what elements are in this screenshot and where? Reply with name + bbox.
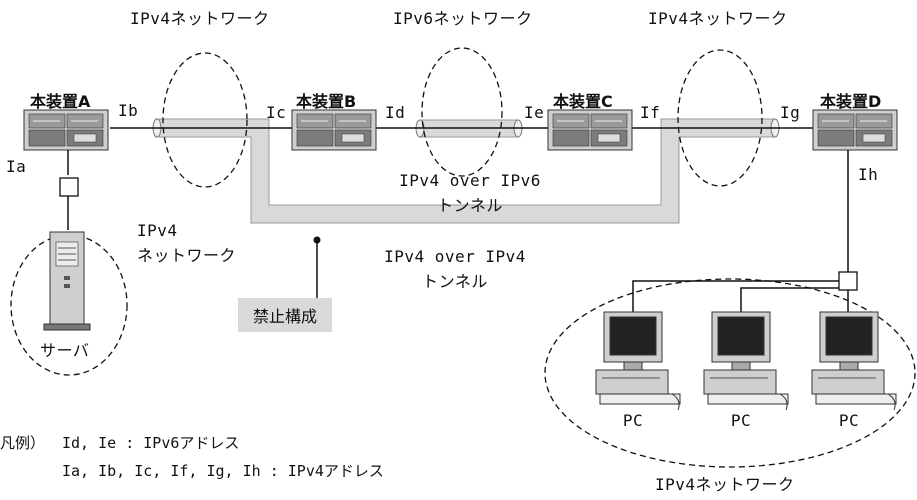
server-label: サーバ	[40, 341, 90, 360]
ipv4-network-right-cloud	[677, 49, 763, 187]
interface-ib: Ib	[118, 101, 139, 120]
device-b	[291, 109, 377, 151]
device-a	[23, 109, 109, 151]
device-a-title: 本装置A	[30, 92, 91, 111]
server-hub	[59, 177, 79, 197]
interface-ih: Ih	[858, 165, 879, 184]
device-c-title: 本装置C	[553, 92, 613, 111]
network-label-left-line2: ネットワーク	[137, 246, 237, 265]
interface-if: If	[640, 103, 661, 122]
interface-ic: Ic	[266, 103, 287, 122]
device-c	[547, 109, 633, 151]
interface-ig: Ig	[780, 103, 801, 122]
network-clouds	[10, 47, 916, 468]
legend-prefix: 凡例）	[0, 434, 46, 452]
pc-2	[703, 311, 789, 411]
tunnel-v4-over-v6-line2: トンネル	[437, 196, 503, 215]
forbidden-config-box: 禁止構成	[238, 298, 332, 332]
network-label-top-right: IPv4ネットワーク	[648, 9, 788, 28]
pc-hub	[838, 271, 858, 291]
server-icon	[43, 231, 91, 331]
forbidden-pointer-dot	[313, 236, 321, 244]
pc-1	[595, 311, 681, 411]
interface-ia: Ia	[6, 157, 27, 176]
network-label-top-middle: IPv6ネットワーク	[393, 9, 533, 28]
network-label-bottom-right: IPv4ネットワーク	[655, 475, 795, 494]
interface-id: Id	[385, 103, 406, 122]
pc-network-cloud	[544, 278, 916, 468]
pc-3	[811, 311, 897, 411]
network-label-left-line1: IPv4	[137, 221, 178, 240]
pc-label-1: PC	[622, 411, 644, 430]
tunnel-v4-over-v4-line1: IPv4 over IPv4	[384, 247, 526, 266]
device-d	[812, 109, 898, 151]
device-d-title: 本装置D	[820, 92, 882, 111]
legend-line-1: Id, Ie : IPv6アドレス	[62, 434, 240, 452]
device-b-title: 本装置B	[296, 92, 357, 111]
legend-line-2: Ia, Ib, Ic, If, Ig, Ih : IPv4アドレス	[62, 462, 384, 480]
ipv4-network-left-cloud	[162, 52, 248, 188]
pc-label-2: PC	[730, 411, 752, 430]
interface-ie: Ie	[524, 103, 545, 122]
ipv6-network-cloud	[421, 47, 503, 177]
pc-label-3: PC	[838, 411, 860, 430]
tunnel-v4-over-v6-line1: IPv4 over IPv6	[399, 171, 541, 190]
tunnel-v4-over-v4-line2: トンネル	[422, 272, 488, 291]
network-label-top-left: IPv4ネットワーク	[130, 9, 270, 28]
